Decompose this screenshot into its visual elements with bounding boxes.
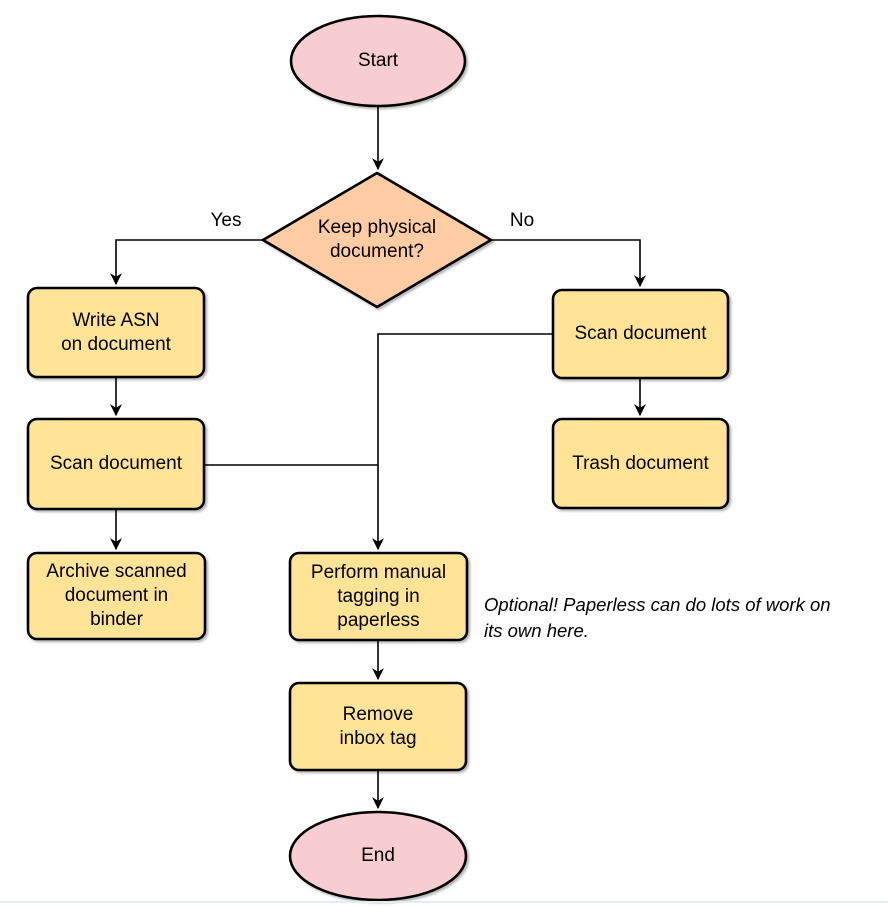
write-asn-box-shape xyxy=(26,286,206,379)
connector-decision-yes xyxy=(110,239,263,286)
scan-left-box-shape xyxy=(26,417,206,511)
archive-box-shape xyxy=(26,551,207,641)
yes-edge-label: Yes xyxy=(210,210,242,231)
end-terminal-shape xyxy=(288,810,468,902)
scan-right-box-shape xyxy=(551,288,730,380)
tagging-box-shape xyxy=(288,551,469,642)
remove-inbox-box-shape xyxy=(288,681,468,772)
no-edge-label: No xyxy=(509,210,535,231)
bottom-divider xyxy=(0,901,888,903)
start-terminal-shape xyxy=(289,14,467,108)
decision-diamond-shape xyxy=(260,171,494,309)
connector-scanright-to-tagging xyxy=(372,333,553,551)
optional-note: Optional! Paperless can do lots of work … xyxy=(484,594,831,641)
trash-box-shape xyxy=(551,417,730,510)
connector-decision-no xyxy=(491,239,646,288)
